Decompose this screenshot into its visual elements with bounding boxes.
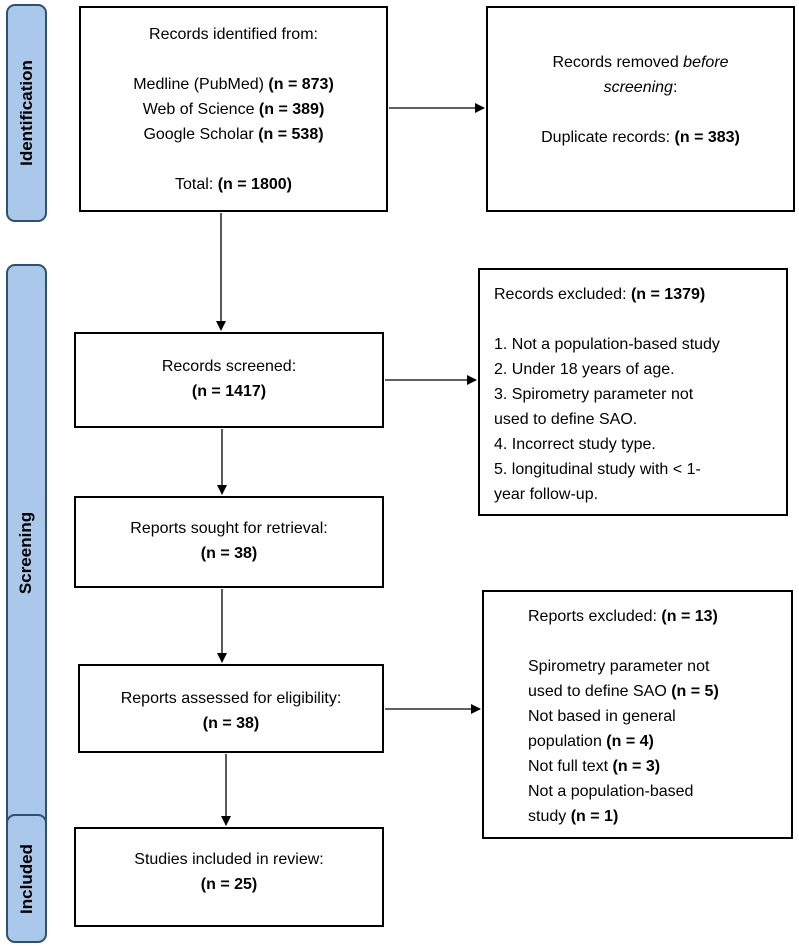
reports-excluded-reason: Not based in general: [528, 708, 676, 725]
records-removed-line2: screening:: [603, 79, 678, 96]
reports-excluded-reason: population (n = 4): [528, 733, 654, 750]
reports-excluded-box: Reports excluded: (n = 13) Spirometry pa…: [482, 590, 793, 839]
reports-sought-label: Reports sought for retrieval:: [130, 520, 328, 537]
source-web-of-science: Web of Science (n = 389): [142, 101, 325, 118]
reports-assessed-box: Reports assessed for eligibility: (n = 3…: [78, 664, 384, 753]
reports-sought-box: Reports sought for retrieval: (n = 38): [74, 496, 384, 588]
records-screened-label: Records screened:: [161, 358, 297, 375]
records-excluded-reason: 4. Incorrect study type.: [494, 436, 656, 453]
source-medline: Medline (PubMed) (n = 873): [133, 76, 334, 93]
records-screened-count: (n = 1417): [191, 383, 267, 400]
reports-excluded-reason: used to define SAO (n = 5): [528, 683, 719, 700]
records-excluded-reason: year follow-up.: [494, 486, 599, 503]
reports-excluded-heading: Reports excluded: (n = 13): [528, 608, 718, 625]
records-identified-total: Total: (n = 1800): [175, 176, 292, 193]
reports-assessed-label: Reports assessed for eligibility:: [120, 690, 342, 707]
reports-excluded-reason: Spirometry parameter not: [528, 658, 710, 675]
records-excluded-reason: 3. Spirometry parameter not: [494, 386, 694, 403]
source-google-scholar: Google Scholar (n = 538): [143, 126, 324, 143]
reports-excluded-reason: Not full text (n = 3): [528, 758, 661, 775]
records-identified-heading: Records identified from:: [149, 26, 318, 43]
studies-included-box: Studies included in review: (n = 25): [74, 827, 384, 927]
reports-assessed-count: (n = 38): [202, 715, 260, 732]
records-identified-box: Records identified from: Medline (PubMed…: [79, 6, 388, 212]
records-excluded-reason: 2. Under 18 years of age.: [494, 361, 675, 378]
studies-included-label: Studies included in review:: [134, 851, 324, 868]
records-excluded-heading: Records excluded: (n = 1379): [494, 286, 706, 303]
records-excluded-reason: used to define SAO.: [494, 411, 638, 428]
records-excluded-reason: 5. longitudinal study with < 1-: [494, 461, 701, 478]
records-excluded-reason: 1. Not a population-based study: [494, 336, 720, 353]
phase-identification: Identification: [6, 4, 47, 222]
reports-excluded-reason: study (n = 1): [528, 808, 619, 825]
records-removed-line1: Records removed before: [552, 54, 729, 71]
reports-sought-count: (n = 38): [200, 545, 258, 562]
records-excluded-box: Records excluded: (n = 1379) 1. Not a po…: [478, 268, 788, 516]
reports-excluded-reason: Not a population-based: [528, 783, 694, 800]
records-screened-box: Records screened: (n = 1417): [74, 332, 384, 428]
phase-included: Included: [6, 814, 47, 943]
phase-screening: Screening: [6, 264, 47, 842]
studies-included-count: (n = 25): [200, 876, 258, 893]
duplicate-records: Duplicate records: (n = 383): [541, 129, 740, 146]
records-removed-box: Records removed before screening: Duplic…: [486, 6, 795, 212]
